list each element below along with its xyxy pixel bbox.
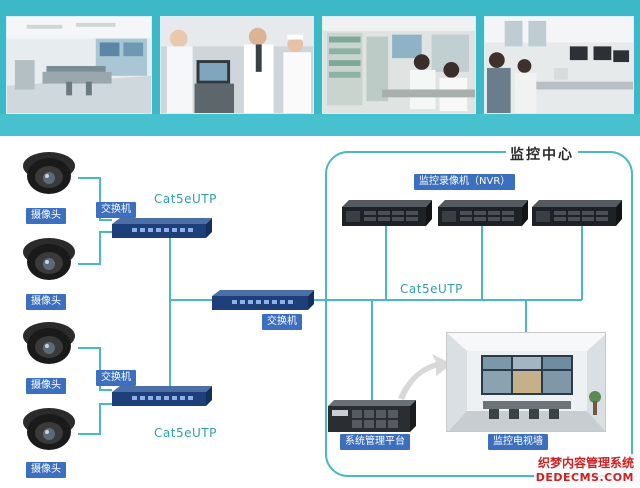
network-switch-icon xyxy=(212,290,314,310)
wire-camera1-switch1 xyxy=(78,177,112,221)
nvr-recorder-icon xyxy=(532,200,622,226)
video-wall-room-icon xyxy=(447,333,605,431)
management-server xyxy=(328,400,416,432)
network-switch-icon xyxy=(112,386,212,406)
section-divider-bar xyxy=(0,114,640,136)
monitoring-center-frame xyxy=(325,151,633,477)
camera-1 xyxy=(20,150,78,196)
wire-camera3-switch3 xyxy=(78,347,112,391)
camera-1-label: 摄像头 xyxy=(26,208,66,224)
wire-switch1-switch2 xyxy=(169,236,212,301)
camera-3 xyxy=(20,320,78,366)
switch-1-label: 交换机 xyxy=(96,202,136,218)
switch-2 xyxy=(212,290,314,310)
diagram-wires xyxy=(78,151,633,477)
photo-control-room xyxy=(6,16,152,114)
photo-lab-staff xyxy=(322,16,476,114)
switch-2-label: 交换机 xyxy=(262,314,302,330)
watermark-en: DEDECMS.COM xyxy=(533,471,636,484)
photo-office-workstations xyxy=(484,16,634,114)
nvr-3 xyxy=(532,200,622,226)
video-wall xyxy=(446,332,606,432)
camera-3-label: 摄像头 xyxy=(26,378,66,394)
nvr-label: 监控录像机（NVR） xyxy=(414,174,516,190)
server-rack-icon xyxy=(328,400,416,432)
camera-2 xyxy=(20,236,78,282)
dome-camera-icon xyxy=(23,152,75,194)
camera-4 xyxy=(20,406,78,452)
wire-camera2-switch1 xyxy=(78,231,112,265)
camera-4-label: 摄像头 xyxy=(26,462,66,478)
network-switch-icon xyxy=(112,218,212,238)
nvr-1 xyxy=(342,200,432,226)
dome-camera-icon xyxy=(23,322,75,364)
photo-nurses-monitor xyxy=(160,16,314,114)
switch-1 xyxy=(112,218,212,238)
top-accent-bar xyxy=(0,0,640,8)
monitoring-center-title: 监控中心 xyxy=(506,144,578,164)
nvr-recorder-icon xyxy=(342,200,432,226)
watermark: 织梦内容管理系统 DEDECMS.COM xyxy=(533,454,636,484)
video-wall-label: 监控电视墙 xyxy=(488,434,548,450)
cable-label-middle: Cat5eUTP xyxy=(400,282,463,296)
dome-camera-icon xyxy=(23,408,75,450)
cable-label-top: Cat5eUTP xyxy=(154,192,217,206)
photo-strip xyxy=(0,8,640,114)
switch-3-label: 交换机 xyxy=(96,370,136,386)
dome-camera-icon xyxy=(23,238,75,280)
nvr-2 xyxy=(438,200,528,226)
network-diagram: 监控中心 监控录像机（NVR） 摄像头 摄像头 摄像头 xyxy=(0,136,640,488)
cable-label-bottom: Cat5eUTP xyxy=(154,426,217,440)
watermark-cn: 织梦内容管理系统 xyxy=(533,454,636,471)
switch-3 xyxy=(112,386,212,406)
management-server-label: 系统管理平台 xyxy=(340,434,410,450)
wire-camera4-switch3 xyxy=(78,403,112,435)
nvr-recorder-icon xyxy=(438,200,528,226)
arrow-server-to-wall xyxy=(398,354,452,400)
camera-2-label: 摄像头 xyxy=(26,294,66,310)
